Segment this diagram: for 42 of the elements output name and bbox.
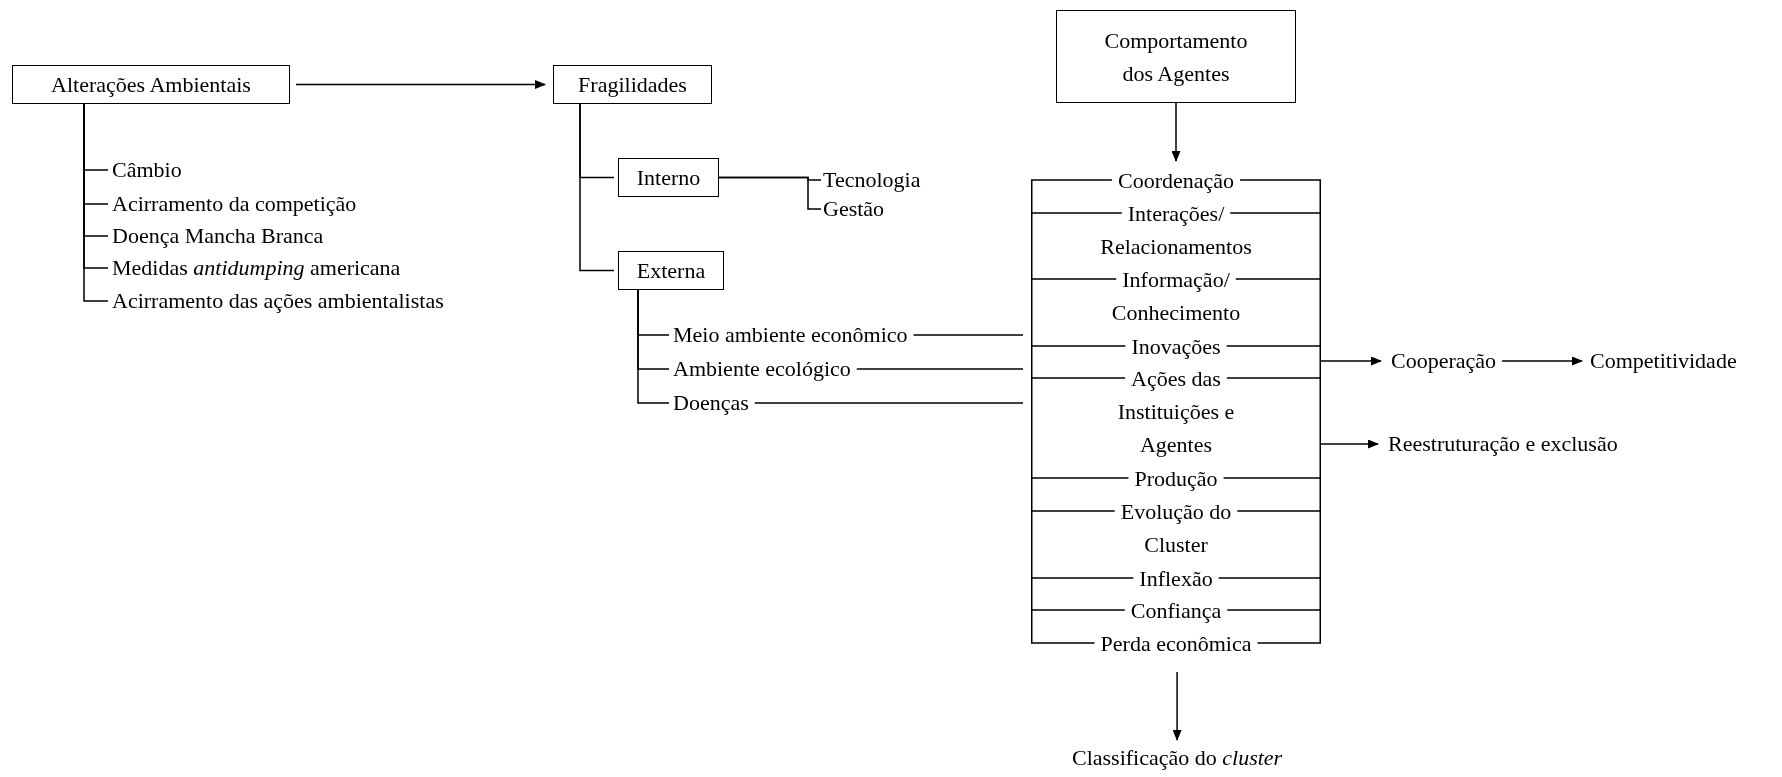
factor-label: Evolução do Cluster: [1099, 494, 1253, 561]
arrow: [1320, 356, 1382, 366]
arrow: [295, 80, 546, 89]
outcome-label: Cooperação: [1391, 347, 1497, 375]
labeled-box: Comportamento dos Agentes: [1056, 10, 1296, 103]
list-item-label: Doenças: [673, 389, 749, 417]
labeled-box: Fragilidades: [553, 65, 712, 104]
connector-line: [637, 289, 670, 404]
factor-label: Ações das Instituições e Agentes: [1099, 361, 1253, 461]
factor-label: Interações/ Relacionamentos: [1099, 196, 1253, 263]
arrow: [1171, 102, 1181, 162]
factor-label: Inflexão: [1139, 561, 1213, 595]
result-label: Classificação do cluster: [1072, 744, 1283, 772]
list-item-label: Câmbio: [112, 156, 182, 184]
factor-label: Produção: [1134, 461, 1218, 495]
factor-label: Inovações: [1131, 329, 1221, 363]
arrow: [1320, 439, 1379, 449]
connector-line: [856, 368, 1024, 370]
factor-label: Confiança: [1130, 593, 1222, 627]
list-item-label: Meio ambiente econômico: [673, 321, 908, 349]
labeled-box: Externa: [618, 251, 724, 290]
connector-line: [754, 402, 1024, 404]
list-item-label: Doença Mancha Branca: [112, 222, 324, 250]
outcome-label: Reestruturação e exclusão: [1388, 430, 1618, 458]
factor-label: Informação/ Conhecimento: [1099, 262, 1253, 329]
factor-label: Coordenação: [1117, 163, 1235, 197]
connector-line: [718, 176, 822, 210]
connector-line: [579, 103, 615, 272]
arrow: [1501, 356, 1583, 366]
labeled-box: Interno: [618, 158, 719, 197]
list-item-label: Ambiente ecológico: [673, 355, 851, 383]
outcome-label: Competitividade: [1590, 347, 1737, 375]
arrow: [1172, 671, 1182, 741]
connector-line: [83, 103, 109, 302]
connector-line: [912, 334, 1024, 336]
factor-label: Perda econômica: [1100, 626, 1252, 660]
list-item-label: Gestão: [823, 195, 885, 223]
list-item-label: Acirramento da competição: [112, 190, 357, 218]
labeled-box: Alterações Ambientais: [12, 65, 290, 104]
list-item-label: Acirramento das ações ambientalistas: [112, 287, 444, 315]
list-item-label: Medidas antidumping americana: [112, 254, 401, 282]
list-item-label: Tecnologia: [823, 166, 921, 194]
